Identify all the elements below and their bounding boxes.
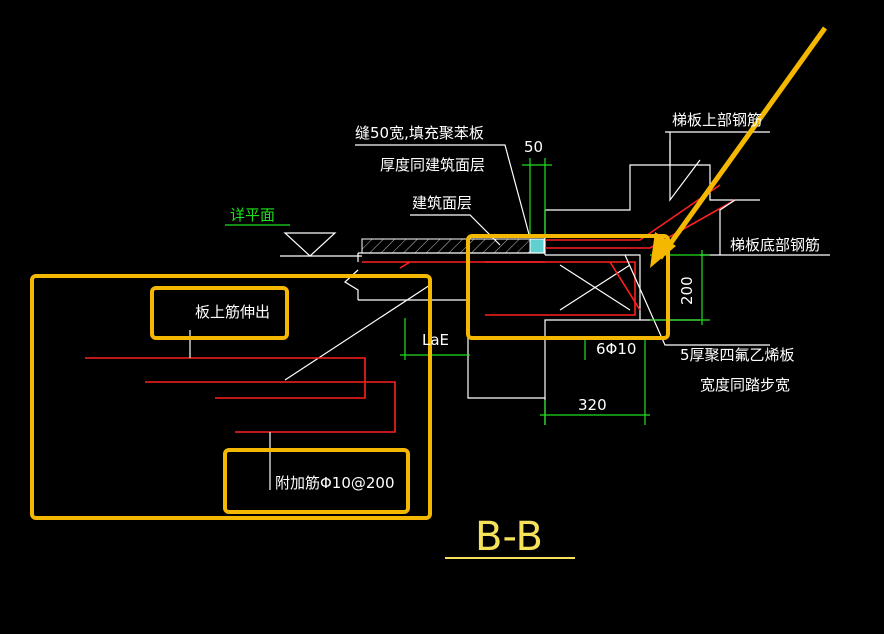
pointer-arrow (657, 26, 828, 260)
detail-highlight-box (30, 274, 432, 520)
stair-bottom-rebar-label: 梯板底部钢筋 (730, 236, 820, 254)
leader-ptfe (624, 254, 770, 346)
joint-label-line1: 缝50宽,填充聚苯板 (355, 124, 484, 142)
slab-rebar-label-box (150, 286, 289, 340)
leader-bottom-rebar (719, 199, 736, 255)
lower-beam-outline (467, 300, 546, 425)
stair-step-outline (544, 140, 700, 398)
joint-filler (529, 238, 545, 254)
ptfe-label-line2: 宽度同踏步宽 (700, 376, 790, 394)
leader-top-rebar (665, 131, 770, 202)
building-surface-label: 建筑面层 (412, 194, 472, 212)
slab-rebar-end (399, 261, 411, 269)
dim-320-lines (540, 340, 650, 425)
joint-highlight-box (466, 234, 670, 340)
detail-slab-rebar-1 (85, 357, 366, 399)
level-mark-triangle (283, 232, 337, 257)
section-title: B-B (475, 514, 543, 560)
stirrup-label: 6Φ10 (596, 340, 636, 358)
beam-stirrup (485, 261, 636, 316)
stair-top-rebar-label: 梯板上部钢筋 (672, 111, 762, 129)
ptfe-label-line1: 5厚聚四氟乙烯板 (680, 346, 795, 364)
slab-top-rebar-label: 板上筋伸出 (195, 303, 270, 321)
slab-outline (344, 252, 545, 301)
pointer-arrow-head (650, 232, 676, 268)
dim-lae-lines (400, 318, 470, 360)
stair-bottom-rebar (545, 199, 736, 249)
lae-label: LaE (422, 331, 449, 349)
leader-zoom (284, 284, 431, 381)
dim-50-lines (522, 158, 552, 236)
additional-rebar-label: 附加筋Φ10@200 (275, 474, 395, 492)
detail-slab-rebar-2 (145, 381, 396, 433)
additional-rebar-label-box (223, 448, 410, 514)
stair-top-rebar (545, 184, 721, 241)
leader-joint (355, 144, 531, 239)
dim-200-label: 200 (678, 276, 696, 305)
dim-50-label: 50 (524, 138, 543, 156)
rebar-diag (609, 261, 641, 311)
level-mark-label: 详平面 (230, 206, 275, 224)
joint-label-line2: 厚度同建筑面层 (380, 156, 485, 174)
beam-cross-mark (559, 264, 631, 311)
building-surface-layer (361, 238, 531, 254)
dim-320-label: 320 (578, 396, 607, 414)
